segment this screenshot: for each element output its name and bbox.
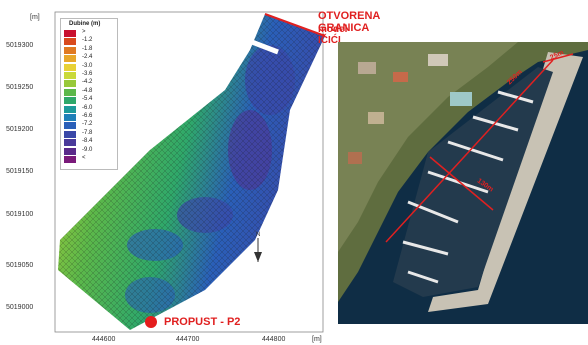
legend-entry: -7.8 bbox=[64, 130, 114, 139]
legend-swatch bbox=[64, 30, 76, 37]
depth-legend: Dubine (m) > -1.2-1.8 -2.4-3.0 -3.6 -4.2-4.8… bbox=[60, 18, 118, 170]
legend-swatch bbox=[64, 147, 76, 155]
legend-label: -9.0 bbox=[82, 146, 93, 153]
legend-entry: -9.0 bbox=[64, 147, 114, 156]
legend-swatch bbox=[64, 55, 76, 63]
legend-label: -1.8 bbox=[82, 45, 93, 52]
legend-label: -4.8 bbox=[82, 87, 93, 94]
north-label: N bbox=[256, 232, 261, 238]
map-frame bbox=[54, 11, 324, 333]
building bbox=[348, 152, 362, 164]
legend-title: Dubine (m) bbox=[69, 21, 101, 27]
legend-entry: -6.0 bbox=[64, 105, 114, 114]
building bbox=[393, 72, 408, 82]
culvert-marker-icon bbox=[145, 316, 157, 328]
legend-swatch bbox=[64, 139, 76, 147]
legend-swatch bbox=[64, 63, 76, 71]
legend-entry: -4.8 bbox=[64, 88, 114, 97]
legend-swatch bbox=[64, 114, 76, 121]
legend-label: -3.6 bbox=[82, 71, 93, 77]
legend-swatch bbox=[64, 130, 76, 138]
legend-swatch bbox=[64, 105, 76, 113]
legend-entry: > bbox=[64, 29, 114, 38]
legend-label: -5.4 bbox=[82, 96, 93, 103]
y-tick-label: 5019200 bbox=[6, 126, 34, 133]
legend-entry: -3.0 bbox=[64, 63, 114, 72]
culvert-label: PROPUST - P2 bbox=[164, 316, 241, 328]
legend-entry: -4.2 bbox=[64, 79, 114, 88]
land-vegetation bbox=[338, 42, 518, 252]
legend-entry: -1.8 bbox=[64, 46, 114, 55]
legend-label: -3.0 bbox=[82, 62, 93, 69]
legend-swatch bbox=[64, 80, 76, 88]
legend-entry: -5.4 bbox=[64, 96, 114, 105]
model-domain-figure bbox=[54, 11, 326, 333]
aerial-photo-panel: 25m 250m 130m bbox=[338, 42, 588, 324]
legend-entry: -7.2 bbox=[64, 121, 114, 130]
y-tick-label: 5019100 bbox=[6, 211, 34, 218]
marina-basin bbox=[393, 67, 553, 297]
y-tick-label: 5019150 bbox=[6, 168, 34, 175]
x-tick-label: 444800 bbox=[262, 336, 286, 343]
legend-swatch bbox=[64, 156, 76, 163]
aerial-photo bbox=[338, 42, 588, 324]
north-arrow-icon bbox=[254, 238, 262, 262]
y-tick-label: 5019250 bbox=[6, 84, 34, 91]
legend-entry: < bbox=[64, 155, 114, 164]
y-tick-label: 5019050 bbox=[6, 262, 34, 269]
legend-label: -8.4 bbox=[82, 138, 93, 145]
measurement-lines bbox=[385, 53, 574, 243]
model-name-label: model IČIĆI bbox=[318, 24, 348, 46]
breakwater bbox=[428, 52, 583, 312]
x-tick-label: 444600 bbox=[92, 336, 116, 343]
legend-label: > bbox=[82, 29, 86, 35]
open-boundary-label: OTVORENA GRANICA bbox=[318, 10, 380, 34]
legend-swatch bbox=[64, 97, 76, 105]
legend-swatch bbox=[64, 38, 76, 46]
legend-label: -2.4 bbox=[82, 54, 93, 61]
legend-swatch bbox=[64, 88, 76, 96]
y-axis-unit-label: [m] bbox=[30, 14, 40, 21]
legend-entry: -8.4 bbox=[64, 138, 114, 147]
building bbox=[428, 54, 448, 66]
legend-label: -6.6 bbox=[82, 113, 93, 119]
x-tick-label: [m] bbox=[312, 336, 322, 343]
y-tick-label: 5019300 bbox=[6, 42, 34, 49]
legend-label: -7.2 bbox=[82, 121, 93, 128]
bathymetry-map-panel: [m] 5019300 5019250 5019200 5019150 5019… bbox=[6, 10, 380, 343]
legend-entry: -2.4 bbox=[64, 54, 114, 63]
mesh-grid-overlay bbox=[58, 14, 325, 330]
legend-swatch bbox=[64, 122, 76, 130]
legend-entry: -6.6 bbox=[64, 113, 114, 122]
legend-swatch bbox=[64, 46, 76, 54]
legend-entry: -1.2 bbox=[64, 37, 114, 46]
legend-label: -1.2 bbox=[82, 37, 93, 44]
open-boundary-line bbox=[264, 13, 326, 37]
legend-label: -4.2 bbox=[82, 79, 93, 86]
building bbox=[368, 112, 384, 124]
building bbox=[450, 92, 472, 106]
legend-entry: -3.6 bbox=[64, 71, 114, 80]
legend-swatch bbox=[64, 72, 76, 79]
legend-label: -7.8 bbox=[82, 129, 93, 136]
building bbox=[358, 62, 376, 74]
pier-gap bbox=[251, 39, 279, 55]
legend-label: < bbox=[82, 155, 86, 161]
y-tick-label: 5019000 bbox=[6, 304, 34, 311]
x-tick-label: 444700 bbox=[176, 336, 200, 343]
legend-label: -6.0 bbox=[82, 104, 93, 111]
